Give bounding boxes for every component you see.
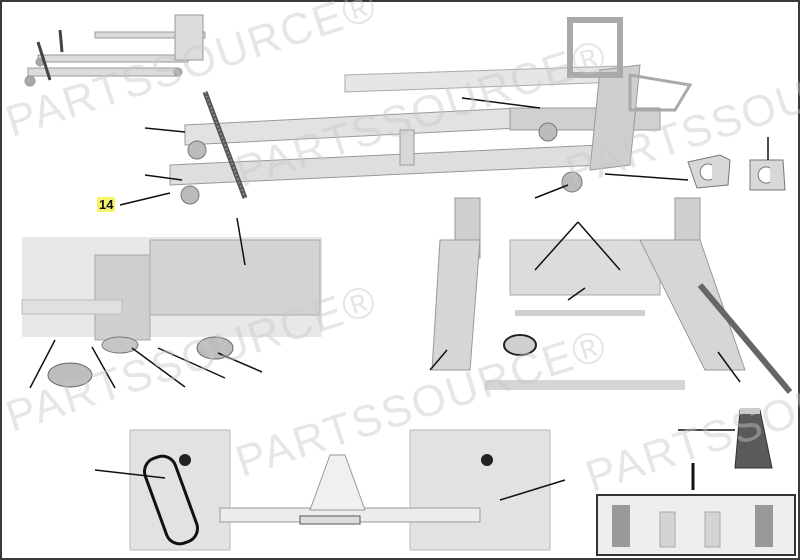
hardware-kit (596, 494, 796, 556)
callout-14: 14 (97, 197, 116, 212)
leader-lines (29, 97, 769, 501)
caster-closeup (21, 237, 322, 388)
frame-rail-detail (431, 197, 793, 394)
grease-tube (734, 408, 773, 469)
main-base-frame (169, 17, 693, 205)
overview-thumbnail (24, 14, 206, 87)
mounting-plates (687, 154, 786, 191)
lift-mechanism (129, 429, 551, 551)
